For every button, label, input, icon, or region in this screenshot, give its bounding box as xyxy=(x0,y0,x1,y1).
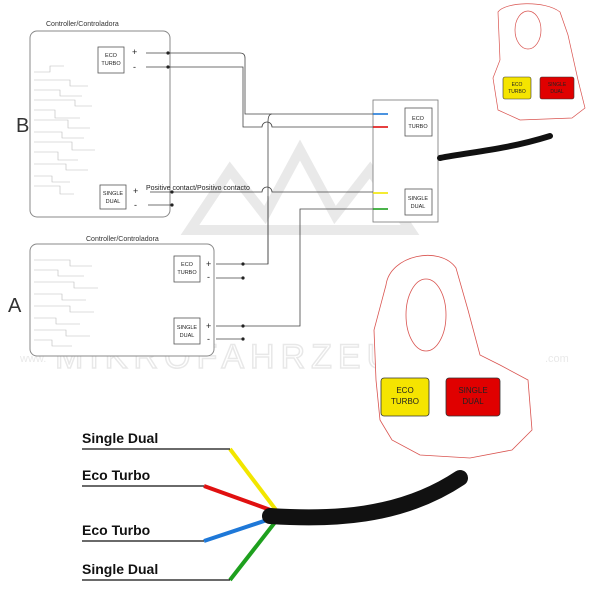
controller-a-letter: A xyxy=(8,295,22,317)
controller-b-letter: B xyxy=(16,115,29,137)
switch-small-single-button xyxy=(539,76,575,100)
controller-a-eco-label-2: TURBO xyxy=(177,270,197,276)
controller-b-eco-port xyxy=(97,46,125,74)
wire-yellow xyxy=(228,447,278,512)
junction-eco-label-2: TURBO xyxy=(408,124,428,130)
wire-red xyxy=(203,484,277,514)
controller-b-eco-label-1: ECO xyxy=(105,53,118,59)
switch-small: ECO TURBO SINGLE DUAL xyxy=(437,3,586,161)
wire-junction-dots xyxy=(166,51,245,341)
controller-a-single-label-2: DUAL xyxy=(180,333,195,339)
junction-single-label-1: SINGLE xyxy=(408,196,429,202)
legend-label-single-dual-green: Single Dual xyxy=(82,561,158,577)
cable-sheath xyxy=(262,470,468,526)
controller-a-single-label-1: SINGLE xyxy=(177,325,198,331)
controller-b-single-minus: - xyxy=(134,200,137,210)
controller-b-eco-minus: - xyxy=(133,62,136,72)
switch-small-single-label-2: DUAL xyxy=(550,89,564,95)
junction-eco-box xyxy=(404,107,433,137)
controller-a-eco-port xyxy=(173,255,201,283)
controller-b-single-port xyxy=(99,184,127,210)
switch-small-eco-label-2: TURBO xyxy=(508,89,526,95)
wire-legend: Single Dual Eco Turbo Eco Turbo Single D… xyxy=(82,430,230,581)
controller-a-eco-label-1: ECO xyxy=(181,262,194,268)
controller-b-eco-label-2: TURBO xyxy=(101,61,121,67)
junction-box: ECO TURBO SINGLE DUAL xyxy=(372,99,439,223)
switch-large-single-label-1: SINGLE xyxy=(458,386,487,395)
switch-small-eco-label-1: ECO xyxy=(512,82,523,88)
controller-a-single-port xyxy=(173,317,201,345)
wire-b-eco-minus xyxy=(146,66,373,128)
switch-large-eco-button xyxy=(380,377,430,417)
wire-a-eco-plus xyxy=(216,113,273,265)
controller-b-body xyxy=(29,30,171,218)
wire-a-single-plus xyxy=(216,208,373,327)
controller-a: Controller/Controladora A ECO TURBO + - … xyxy=(8,236,215,357)
controller-b-single-plus: + xyxy=(133,186,138,196)
switch-large-eco-label-2: TURBO xyxy=(391,397,419,406)
controller-a-single-minus: - xyxy=(207,334,210,344)
controller-b: Controller/Controladora B ECO TURBO + - … xyxy=(16,21,171,218)
controller-a-single-plus: + xyxy=(206,321,211,331)
controller-a-title: Controller/Controladora xyxy=(86,236,159,243)
controller-b-single-label-2: DUAL xyxy=(106,199,121,205)
controller-b-title: Controller/Controladora xyxy=(46,21,119,28)
controller-a-circuit-pattern xyxy=(34,259,98,347)
switch-large-single-button xyxy=(445,377,501,417)
main-cable xyxy=(203,447,468,582)
junction-eco-label-1: ECO xyxy=(412,116,425,122)
junction-single-label-2: DUAL xyxy=(411,204,426,210)
switch-large: ECO TURBO SINGLE DUAL xyxy=(373,254,533,459)
watermark-suffix: .com xyxy=(545,353,569,365)
switch-small-handlebar-hole xyxy=(514,10,542,50)
legend-label-single-dual-yellow: Single Dual xyxy=(82,430,158,446)
wire-green xyxy=(228,519,278,582)
switch-small-single-label-1: SINGLE xyxy=(548,82,567,88)
legend-label-eco-turbo-blue: Eco Turbo xyxy=(82,522,150,538)
controller-a-eco-minus: - xyxy=(207,272,210,282)
controller-a-eco-plus: + xyxy=(206,259,211,269)
controller-b-eco-plus: + xyxy=(132,47,137,57)
switch-large-eco-label-1: ECO xyxy=(396,386,413,395)
switch-large-handlebar-hole xyxy=(405,278,447,352)
switch-small-eco-button xyxy=(502,76,532,100)
switch-large-single-label-2: DUAL xyxy=(462,397,484,406)
switch-large-housing xyxy=(373,254,533,459)
wiring-lines xyxy=(146,52,373,340)
wire-b-eco-plus xyxy=(146,52,373,115)
controller-a-body xyxy=(29,243,215,357)
controller-b-circuit-pattern xyxy=(34,65,95,195)
wire-positive-contact xyxy=(150,186,373,193)
legend-label-eco-turbo-red: Eco Turbo xyxy=(82,467,150,483)
positive-contact-label: Positive contact/Positivo contacto xyxy=(146,185,250,192)
junction-single-box xyxy=(404,188,433,216)
controller-b-single-label-1: SINGLE xyxy=(103,191,124,197)
switch-small-cable xyxy=(437,133,553,161)
